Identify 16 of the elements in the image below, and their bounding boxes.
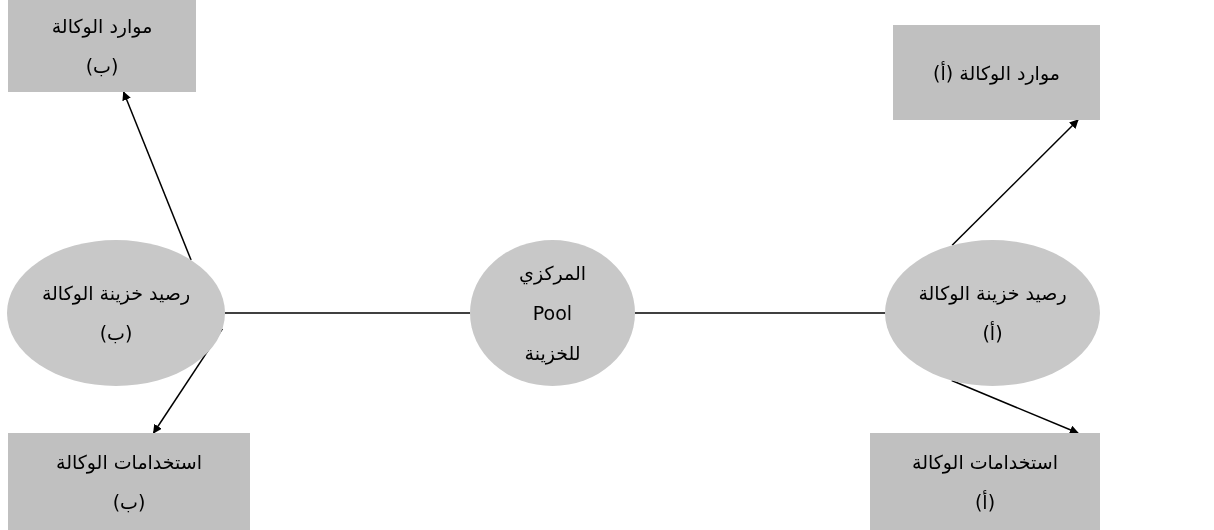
arrow (951, 119, 1079, 247)
process-box (8, 0, 196, 92)
node-label: موارد الوكالة (أ) (933, 60, 1060, 87)
process-box (8, 433, 250, 530)
connector-line (224, 312, 471, 314)
node-label: رصيد خزينة الوكالة (أ) (917, 281, 1068, 346)
node-label: استخدامات الوكالة (أ) (910, 449, 1059, 515)
connector-line (634, 312, 886, 314)
process-box (870, 433, 1100, 530)
node-label: استخدامات الوكالة (ب) (54, 449, 203, 515)
node-label: المركزي Pool للخزينة (518, 261, 587, 367)
arrow (122, 91, 192, 261)
arrow (951, 379, 1079, 435)
node-label: موارد الوكالة (ب) (50, 14, 154, 79)
process-box (893, 25, 1100, 120)
node-label: رصيد خزينة الوكالة (ب) (40, 281, 192, 346)
